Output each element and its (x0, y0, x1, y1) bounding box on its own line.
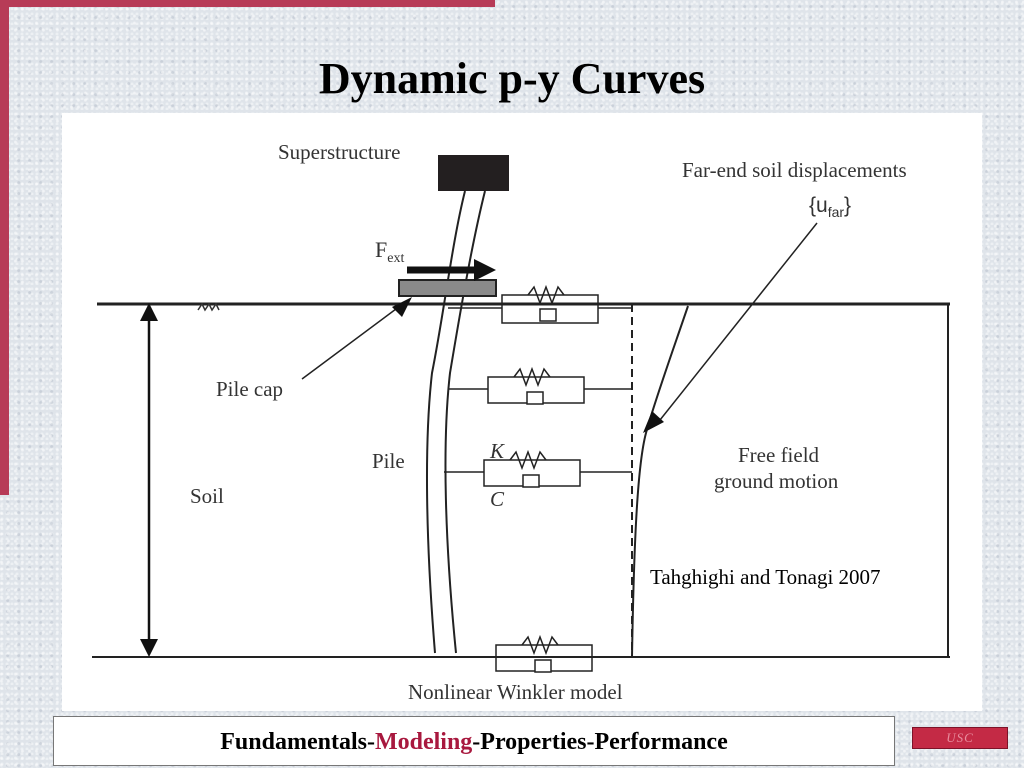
u-far-label: {ufar} (809, 193, 851, 220)
accent-bar-top (0, 0, 495, 7)
u-far-sub: far (827, 204, 845, 221)
superstructure-label: Superstructure (278, 140, 401, 164)
pile-right-edge (444, 190, 486, 654)
figure-caption: Nonlinear Winkler model (408, 680, 623, 704)
far-end-pointer-head (643, 411, 664, 433)
u-far-main: {u (809, 194, 828, 217)
pile-cap-pointer-head (392, 297, 412, 317)
free-field-profile (631, 305, 689, 658)
winkler-model-figure: Superstructure Far-end soil displacement… (62, 113, 982, 711)
pile-cap-shape (398, 279, 497, 297)
footer-text-fundamentals: Fundamentals- (220, 729, 375, 755)
spring-dashpot-3 (444, 449, 632, 488)
far-end-label: Far-end soil displacements (682, 158, 907, 182)
spring-dashpot-2 (448, 366, 632, 405)
pile-cap-label: Pile cap (216, 377, 284, 401)
fext-sub: ext (387, 251, 405, 267)
fext-main: F (375, 237, 388, 262)
free-field-label-line1: Free field (738, 443, 820, 467)
usc-logo: USC (912, 727, 1008, 749)
spring-dashpot-1 (448, 284, 632, 324)
pile-left-edge (425, 190, 466, 654)
spring-k-label: K (490, 439, 505, 463)
soil-arrow-bottom-head (140, 639, 158, 657)
soil-arrow-top-head (140, 303, 158, 321)
far-end-pointer (655, 222, 818, 426)
superstructure-block (438, 155, 509, 191)
pile-cap-pointer (301, 305, 401, 380)
free-field-label-line2: ground motion (714, 469, 839, 493)
spring-dashpot-4 (456, 634, 632, 673)
accent-bar-left (0, 0, 9, 495)
ground-hatch (197, 302, 220, 312)
citation-label: Tahghighi and Tonagi 2007 (650, 565, 881, 589)
fext-label: Fext (375, 237, 404, 267)
dashpot-c-label: C (490, 487, 505, 511)
winkler-diagram (92, 155, 950, 673)
u-far-close: } (844, 194, 852, 217)
pile-label: Pile (372, 449, 405, 473)
footer-text-rest: -Properties-Performance (472, 729, 728, 755)
slide-title: Dynamic p-y Curves (318, 54, 706, 103)
footer-banner: Fundamentals-Modeling-Properties-Perform… (53, 716, 895, 766)
fext-arrow-head (474, 259, 496, 281)
footer-text-modeling: Modeling (374, 729, 473, 755)
soil-label: Soil (190, 484, 224, 508)
